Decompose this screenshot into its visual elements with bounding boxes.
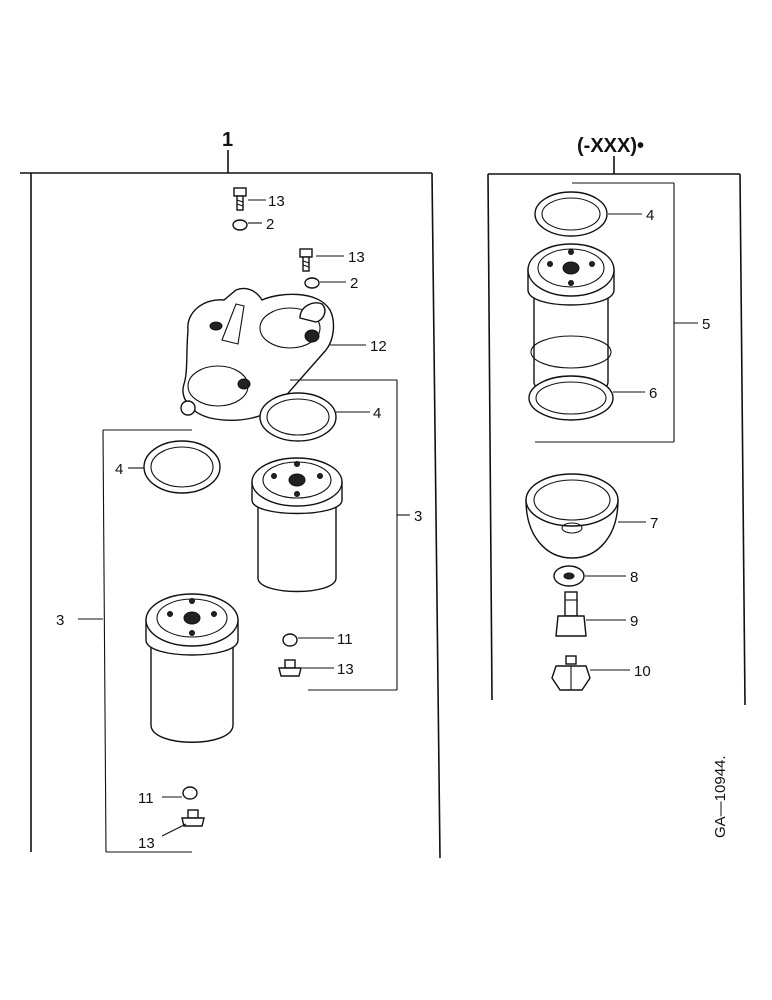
main-group-frame	[20, 150, 441, 859]
gasket-left	[143, 440, 221, 494]
drain-plug-right	[278, 659, 302, 677]
variant-group-frame	[487, 156, 746, 706]
callout-oring-mid: 2	[350, 275, 358, 292]
filter-cartridge-left	[145, 593, 239, 743]
main-group-label: 1	[222, 129, 233, 151]
callout-v-gasket-top: 4	[646, 207, 654, 224]
callout-washer-left: 11	[138, 790, 154, 807]
callout-filter-right: 3	[414, 508, 422, 525]
callout-bolt-top: 13	[268, 193, 285, 210]
filter-head	[180, 287, 335, 421]
gasket-right	[259, 392, 337, 442]
callout-v-valve: 9	[630, 613, 638, 630]
callout-v-assembly: 5	[702, 316, 710, 333]
v-cartridge	[527, 243, 615, 397]
v-bowl	[525, 473, 619, 559]
callout-v-nut: 10	[634, 663, 651, 680]
v-gasket-top	[534, 191, 608, 237]
callout-oring-top: 2	[266, 216, 274, 233]
callout-plug-right: 13	[337, 661, 354, 678]
filter-cartridge-right	[251, 457, 343, 593]
drain-plug-left	[181, 809, 205, 827]
reference-code: GA—10944.	[712, 755, 729, 838]
callout-gasket-right: 4	[373, 405, 381, 422]
callout-washer-right: 11	[337, 631, 353, 648]
callout-plug-left: 13	[138, 835, 155, 852]
assembly-bracket	[535, 182, 698, 443]
oring-top	[232, 219, 248, 231]
variant-group-label: (-XXX)•	[577, 135, 644, 157]
bolt-top	[233, 187, 247, 211]
oring-mid	[304, 277, 320, 289]
washer-left	[182, 786, 198, 800]
callout-head: 12	[370, 338, 387, 355]
callout-filter-left: 3	[56, 612, 64, 629]
v-nut	[551, 655, 591, 691]
filter-right-bracket	[290, 379, 410, 691]
callout-bolt-mid: 13	[348, 249, 365, 266]
washer-right	[282, 633, 298, 647]
v-washer	[553, 565, 585, 587]
bolt-mid	[299, 248, 313, 272]
v-gasket-bottom	[528, 375, 614, 421]
callout-v-bowl: 7	[650, 515, 658, 532]
callout-v-gasket-bottom: 6	[649, 385, 657, 402]
filter-left-bracket	[78, 429, 192, 853]
callout-gasket-left: 4	[115, 461, 123, 478]
callout-v-washer: 8	[630, 569, 638, 586]
v-valve	[555, 591, 587, 637]
